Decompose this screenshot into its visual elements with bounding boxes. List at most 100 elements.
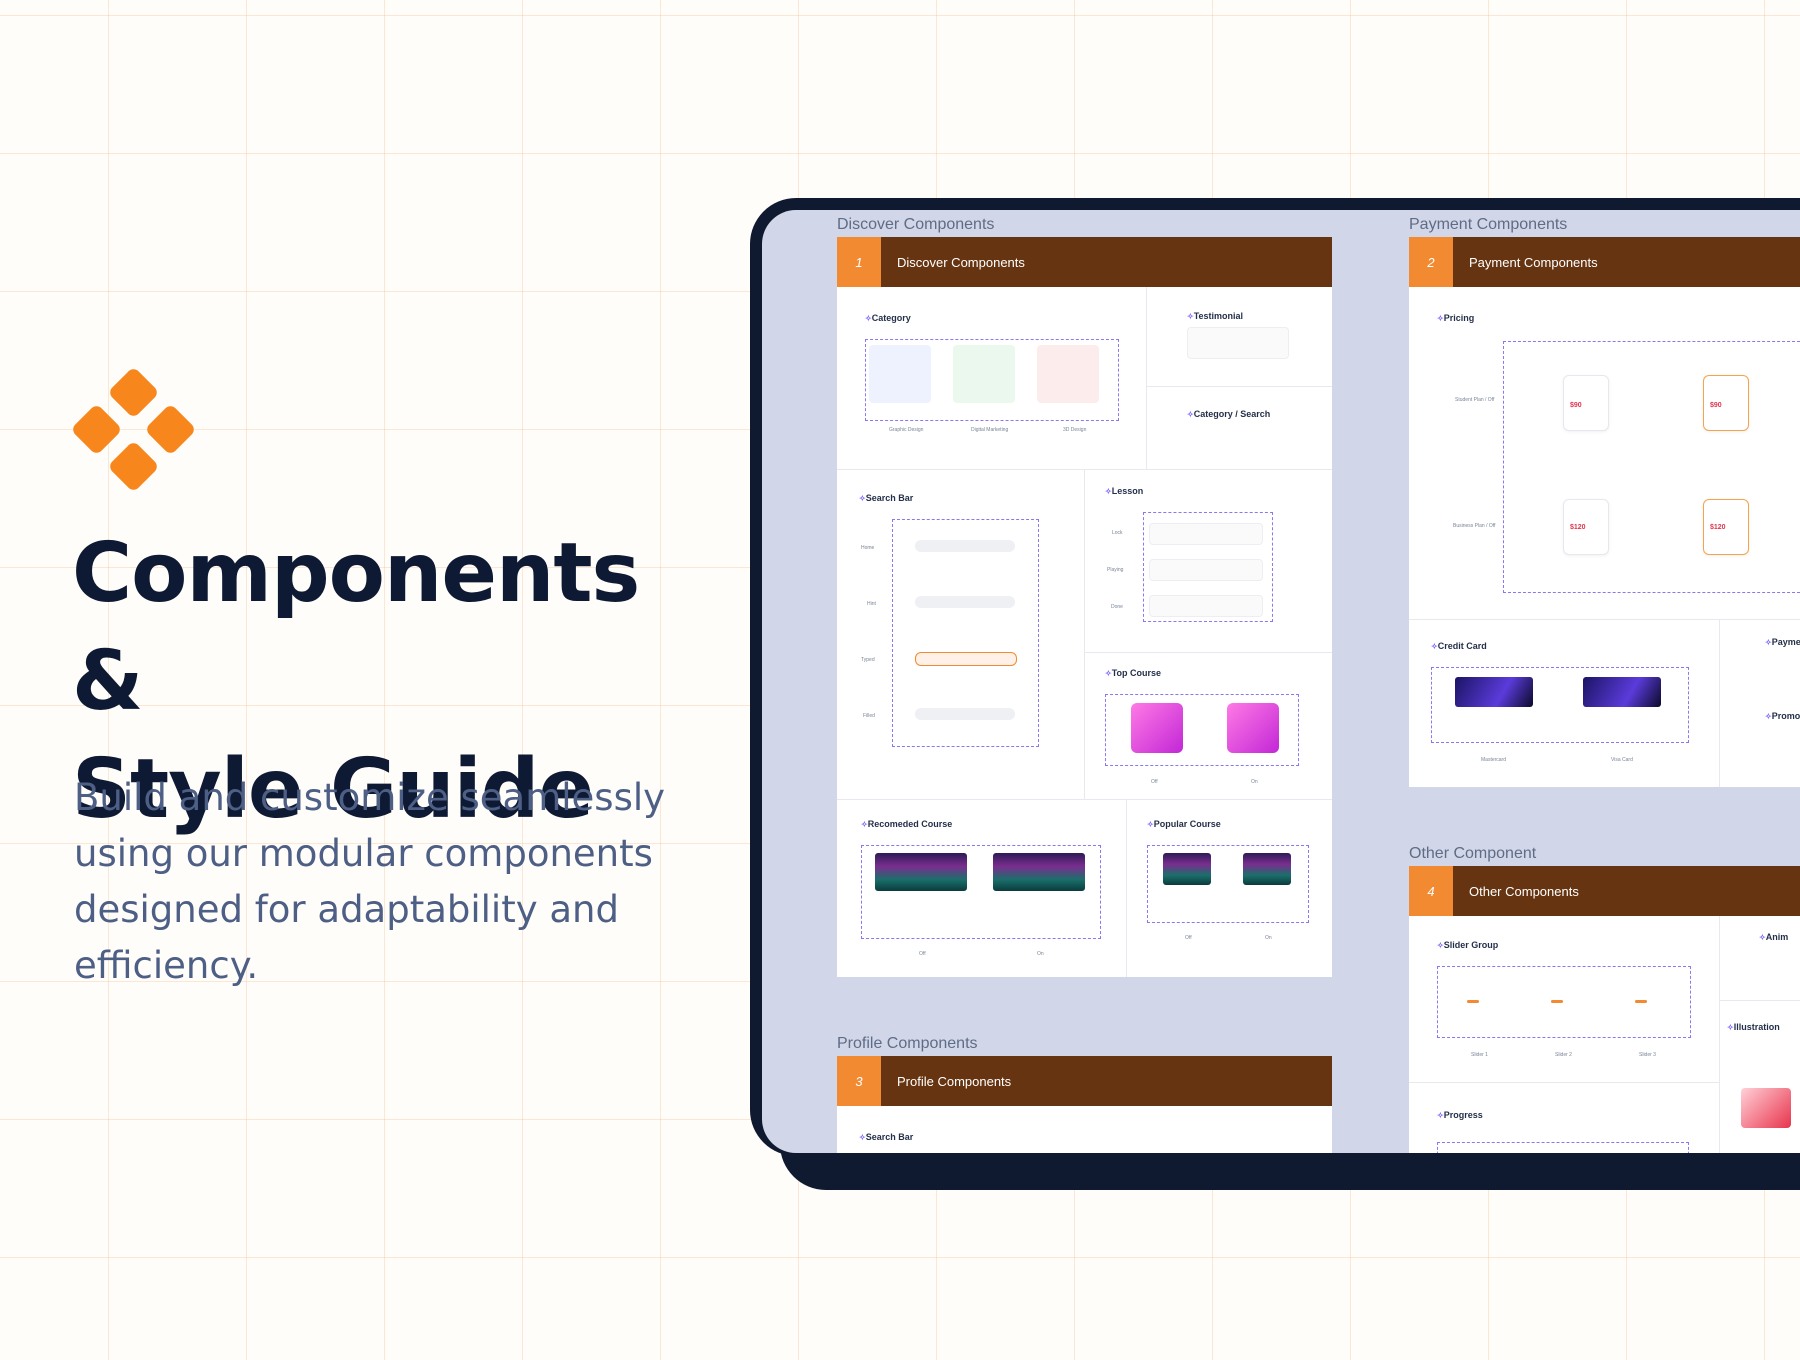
hero-description: Build and customize seamlessly using our…: [74, 776, 666, 987]
course-thumbnail[interactable]: [1163, 853, 1211, 885]
plan-state-label: Business Plan / Off: [1453, 523, 1496, 529]
hero-title: Components & Style Guide: [72, 520, 712, 844]
payment-panel: Pricing Student Plan / Off Business Plan…: [1409, 287, 1800, 787]
search-input[interactable]: [915, 652, 1017, 666]
payment-heading: Payme: [1765, 637, 1800, 647]
lesson-state-label: Done: [1111, 604, 1123, 610]
section-header-title: Discover Components: [897, 254, 1025, 270]
progress-heading: Progress: [1437, 1110, 1483, 1120]
category-label: Graphic Design: [889, 427, 924, 433]
hero-title-line-2: Style Guide: [72, 742, 594, 837]
lesson-heading: Lesson: [1105, 486, 1144, 496]
recomeded-course-heading: Recomeded Course: [861, 819, 953, 829]
slider[interactable]: [1635, 1000, 1647, 1003]
section-number: 3: [837, 1056, 881, 1106]
section-header-title: Payment Components: [1469, 254, 1598, 270]
plan-price: $120: [1710, 524, 1726, 531]
section-header-other: 4 Other Components: [1409, 866, 1800, 916]
illustration-image: [1741, 1088, 1791, 1128]
credit-card-heading: Credit Card: [1431, 641, 1487, 651]
slider-label: Slider 2: [1555, 1052, 1572, 1058]
section-label-other: Other Component: [1409, 845, 1537, 862]
category-card[interactable]: [953, 345, 1015, 403]
testimonial-heading: Testimonial: [1187, 311, 1243, 321]
section-header-title: Other Components: [1469, 883, 1579, 899]
lesson-state-label: Playing: [1107, 567, 1124, 573]
search-variants-frame: [892, 519, 1039, 747]
lesson-item[interactable]: [1149, 559, 1263, 581]
lesson-variants-frame: [1143, 512, 1273, 622]
pricing-card[interactable]: $120: [1563, 499, 1609, 555]
top-course-heading: Top Course: [1105, 668, 1161, 678]
section-header-title: Profile Components: [897, 1073, 1012, 1089]
pricing-card-active[interactable]: $90: [1703, 375, 1749, 431]
category-search-heading: Category / Search: [1187, 409, 1271, 419]
variant-label-off: Off: [1151, 779, 1158, 785]
variant-label-on: On: [1251, 779, 1258, 785]
variant-label-on: On: [1265, 935, 1272, 941]
illustration-heading: Illustration: [1727, 1022, 1780, 1032]
category-label: Digital Marketing: [971, 427, 1009, 433]
credit-card[interactable]: [1455, 677, 1533, 707]
pricing-card-active[interactable]: $120: [1703, 499, 1749, 555]
plan-price: $90: [1710, 402, 1722, 409]
course-thumbnail[interactable]: [1243, 853, 1291, 885]
section-number: 1: [837, 237, 881, 287]
discover-panel: Category Graphic Design Digital Marketin…: [837, 287, 1332, 977]
hero-title-line-1: Components &: [72, 526, 640, 729]
search-input[interactable]: [915, 596, 1015, 608]
category-variants-frame: [865, 339, 1119, 421]
variant-label-off: Off: [1185, 935, 1192, 941]
testimonial-card: [1187, 327, 1289, 359]
lesson-state-label: Lock: [1112, 530, 1123, 536]
search-state-label: Home: [861, 545, 875, 551]
progress-frame: [1437, 1142, 1689, 1153]
slider-label: Slider 1: [1471, 1052, 1488, 1058]
slider[interactable]: [1551, 1000, 1563, 1003]
profile-panel: Search Bar: [837, 1106, 1332, 1153]
category-heading: Category: [865, 313, 911, 323]
top-course-card[interactable]: [1227, 703, 1279, 753]
brand-logo-icon: [70, 366, 197, 493]
search-input[interactable]: [915, 708, 1015, 720]
section-header-profile: 3 Profile Components: [837, 1056, 1332, 1106]
slider-group-heading: Slider Group: [1437, 940, 1499, 950]
pricing-card[interactable]: $90: [1563, 375, 1609, 431]
category-card[interactable]: [869, 345, 931, 403]
plan-state-label: Student Plan / Off: [1455, 397, 1495, 403]
search-input[interactable]: [915, 540, 1015, 552]
popular-course-heading: Popular Course: [1147, 819, 1221, 829]
search-bar-heading: Search Bar: [859, 493, 914, 503]
card-label: Visa Card: [1611, 757, 1633, 763]
variant-label-on: On: [1037, 951, 1044, 957]
profile-search-bar-heading: Search Bar: [859, 1132, 914, 1142]
search-state-label: Filled: [863, 713, 875, 719]
section-label-profile: Profile Components: [837, 1035, 978, 1052]
plan-price: $90: [1570, 402, 1582, 409]
variant-label-off: Off: [919, 951, 926, 957]
category-card[interactable]: [1037, 345, 1099, 403]
section-label-payment: Payment Components: [1409, 216, 1568, 233]
slider-label: Slider 3: [1639, 1052, 1656, 1058]
top-course-frame: [1105, 694, 1299, 766]
slider[interactable]: [1467, 1000, 1479, 1003]
section-number: 4: [1409, 866, 1453, 916]
credit-card[interactable]: [1583, 677, 1661, 707]
course-thumbnail[interactable]: [875, 853, 967, 891]
search-state-label: Hint: [867, 601, 876, 607]
pricing-heading: Pricing: [1437, 313, 1475, 323]
top-course-card[interactable]: [1131, 703, 1183, 753]
lesson-item[interactable]: [1149, 595, 1263, 617]
card-label: Mastercard: [1481, 757, 1507, 763]
section-label-discover: Discover Components: [837, 216, 995, 233]
search-state-label: Typed: [861, 657, 875, 663]
plan-price: $120: [1570, 524, 1586, 531]
credit-card-frame: [1431, 667, 1689, 743]
section-header-discover: 1 Discover Components: [837, 237, 1332, 287]
course-thumbnail[interactable]: [993, 853, 1085, 891]
lesson-item[interactable]: [1149, 523, 1263, 545]
device-screen: Discover Components 1 Discover Component…: [762, 210, 1800, 1153]
section-number: 2: [1409, 237, 1453, 287]
section-header-payment: 2 Payment Components: [1409, 237, 1800, 287]
other-panel: Slider Group Slider 1 Slider 2 Slider 3 …: [1409, 916, 1800, 1153]
